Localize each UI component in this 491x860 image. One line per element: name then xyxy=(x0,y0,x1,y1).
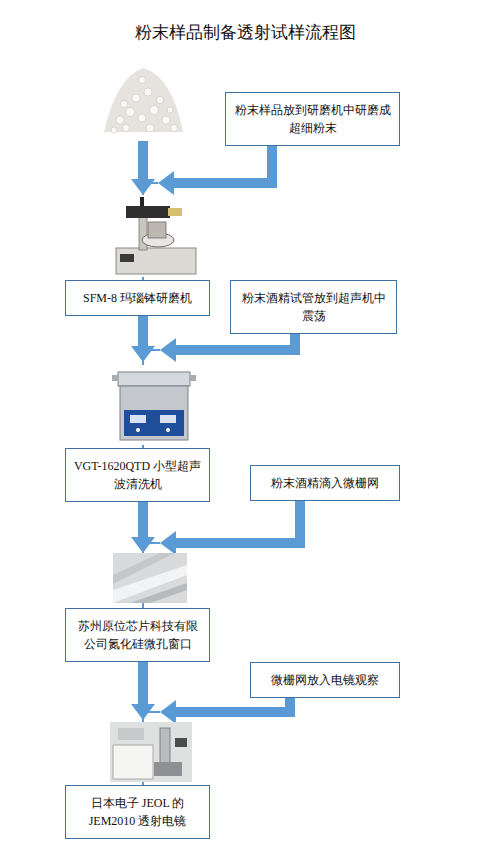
process-box: SFM-8 玛瑙钵研磨机 xyxy=(65,280,210,316)
diagram-title: 粉末样品制备透射试样流程图 xyxy=(0,22,491,44)
box-text: 粉末样品放到研磨机中研磨成超细粉末 xyxy=(232,101,393,137)
arrow-shaft xyxy=(176,698,290,712)
box-text: 日本电子 JEOL 的 JEM2010 透射电镜 xyxy=(72,794,203,830)
arrow-head xyxy=(160,700,176,724)
box-text: 粉末酒精试管放到超声机中震荡 xyxy=(237,289,390,325)
arrow-head xyxy=(160,531,176,555)
tem-photo xyxy=(110,722,192,782)
arrow-head xyxy=(158,171,174,195)
arrow-shaft xyxy=(174,146,272,183)
process-box: 粉末酒精试管放到超声机中震荡 xyxy=(230,280,397,334)
microgrid-photo xyxy=(113,553,187,603)
arrow-shaft xyxy=(176,334,295,350)
process-box: 粉末酒精滴入微栅网 xyxy=(250,465,400,501)
powder-photo xyxy=(100,55,186,141)
ultrasonic-cleaner-photo xyxy=(108,365,198,445)
arrow-head xyxy=(160,338,176,362)
box-text: SFM-8 玛瑙钵研磨机 xyxy=(72,289,203,307)
flow-arrow xyxy=(143,698,290,785)
arrow-shaft xyxy=(138,502,148,537)
box-text: VGT-1620QTD 小型超声波清洗机 xyxy=(72,457,203,493)
arrow-shaft xyxy=(138,316,148,346)
process-box: 粉末样品放到研磨机中研磨成超细粉末 xyxy=(225,92,400,146)
arrow-shaft xyxy=(138,662,148,704)
box-text: 微栅网放入电镜观察 xyxy=(257,671,393,689)
process-box: 微栅网放入电镜观察 xyxy=(250,662,400,698)
box-text: 苏州原位芯片科技有限公司氮化硅微孔窗口 xyxy=(72,617,203,653)
process-box: 苏州原位芯片科技有限公司氮化硅微孔窗口 xyxy=(65,608,210,662)
flow-arrow xyxy=(131,140,155,195)
box-text: 粉末酒精滴入微栅网 xyxy=(257,474,393,492)
grinder-photo xyxy=(110,195,202,277)
process-box: VGT-1620QTD 小型超声波清洗机 xyxy=(65,448,210,502)
process-box: 日本电子 JEOL 的 JEM2010 透射电镜 xyxy=(65,785,210,839)
arrow-shaft xyxy=(176,501,300,543)
